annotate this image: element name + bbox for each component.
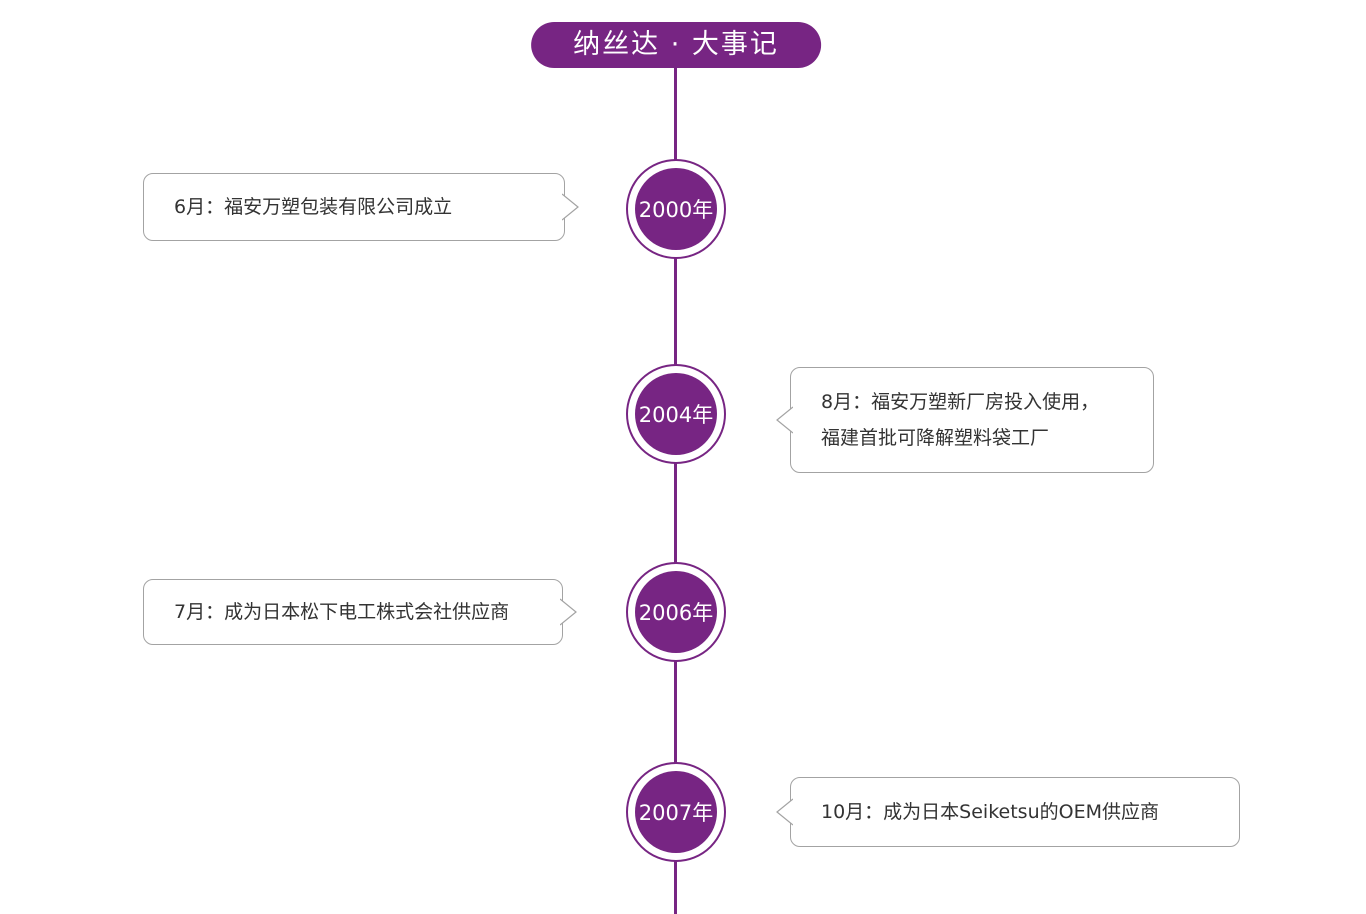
event-bubble-2004: 8月：福安万塑新厂房投入使用， 福建首批可降解塑料袋工厂 — [776, 367, 1154, 473]
year-label-2006: 2006年 — [635, 571, 717, 653]
bubble-pointer-left-icon — [776, 798, 793, 826]
event-bubble-2006: 7月：成为日本松下电工株式会社供应商 — [143, 579, 577, 645]
timeline-axis-line — [674, 66, 677, 914]
event-text-2006: 7月：成为日本松下电工株式会社供应商 — [174, 600, 510, 623]
year-label-2000: 2000年 — [635, 168, 717, 250]
event-bubble-2000: 6月：福安万塑包装有限公司成立 — [143, 173, 579, 241]
event-text-2004: 8月：福安万塑新厂房投入使用， 福建首批可降解塑料袋工厂 — [821, 390, 1100, 449]
timeline-node-2000: 2000年 — [626, 159, 726, 259]
event-bubble-2007: 10月：成为日本Seiketsu的OEM供应商 — [776, 777, 1240, 847]
bubble-pointer-left-icon — [776, 406, 793, 434]
event-text-2000: 6月：福安万塑包装有限公司成立 — [174, 195, 453, 218]
year-label-2004: 2004年 — [635, 373, 717, 455]
bubble-pointer-right-icon — [562, 193, 579, 221]
timeline-node-2004: 2004年 — [626, 364, 726, 464]
timeline-node-2007: 2007年 — [626, 762, 726, 862]
timeline-title: 纳丝达 · 大事记 — [531, 22, 821, 68]
event-text-2007: 10月：成为日本Seiketsu的OEM供应商 — [821, 800, 1159, 823]
bubble-pointer-right-icon — [560, 598, 577, 626]
year-label-2007: 2007年 — [635, 771, 717, 853]
timeline-node-2006: 2006年 — [626, 562, 726, 662]
